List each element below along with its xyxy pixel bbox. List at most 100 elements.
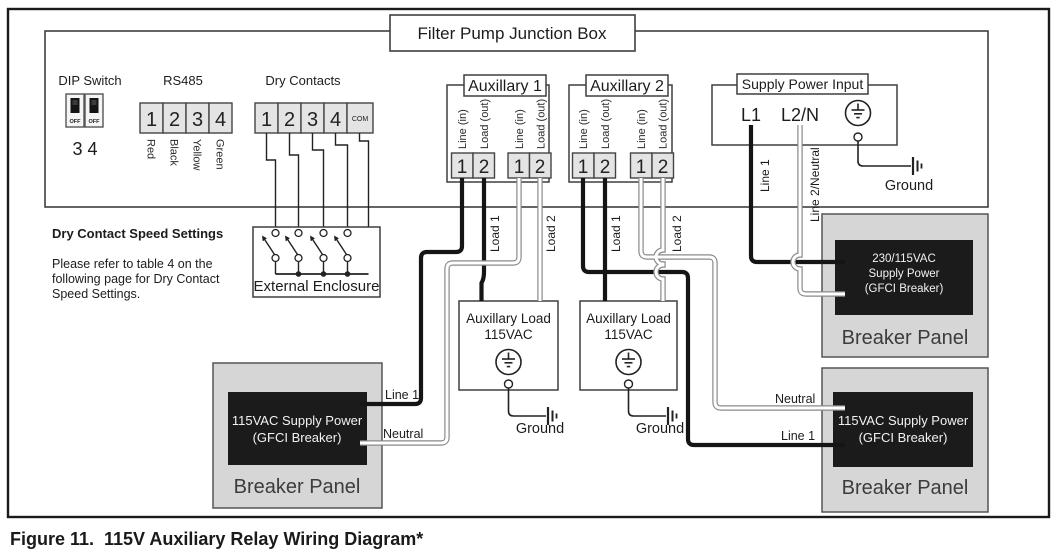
dry-wire-4 [334,133,349,229]
breaker-text: 230/115VAC [872,253,936,265]
breaker-box [833,392,973,467]
ground-terminal-circle [623,379,634,389]
ground-bars-icon [911,157,923,175]
left-line1-label: Line 1 [385,388,419,402]
aux-load-1-ground-wire [507,388,546,417]
aux2-title: Auxillary 2 [590,78,664,95]
aux1-term1-label: Line (in) [457,109,469,149]
aux1-terminal-number: 2 [479,157,490,178]
aux-load-2-voltage: 115VAC [604,327,653,342]
circled-ground-icon [615,348,642,376]
switch-symbol-4 [334,228,352,277]
dry-contact-wires [265,133,370,274]
ground-bars-icon [666,407,678,425]
aux1-terminal-number: 2 [535,157,546,178]
rs485-block: RS485 1 2 3 4 Red Black Yellow Green [139,73,233,170]
supply-line1-label: Line 1 [758,159,772,192]
external-enclosure-label: External Enclosure [254,278,380,295]
switch-arrow [310,235,315,242]
dry-terminal-number: 1 [261,109,272,131]
breaker-panel-top-right: 230/115VAC Supply Power (GFCI Breaker) B… [821,213,989,358]
wire-aux1-neutral [360,178,521,445]
ground-bars-icon [546,407,558,425]
switch-symbols [262,228,352,277]
right-neutral-label: Neutral [775,392,815,406]
external-enclosure: External Enclosure [252,226,381,298]
wire-aux2-line-in [580,178,845,448]
aux1-terminal-number: 1 [514,157,525,178]
dip-switch-numbers: 3 4 [72,139,97,159]
rs485-label: RS485 [163,73,203,88]
breaker-text: 115VAC Supply Power [838,413,969,428]
supply-l2n: L2/N [781,105,819,125]
wire-aux1-load1 [479,178,487,301]
switch-arrow [262,235,267,242]
aux2-terminal-number: 2 [600,157,611,178]
wire-supply-l2n [791,125,845,296]
panel-label: Breaker Panel [842,477,969,499]
dry-terminal-com-text: COM [352,116,369,123]
supply-title: Supply Power Input [742,76,864,92]
aux2-term4-label: Load (out) [658,99,670,149]
rs485-wire-color-yellow: Yellow [191,139,203,170]
breaker-box [835,240,973,315]
external-enclosure-box [252,226,381,298]
caption-title: 115V Auxiliary Relay Wiring Diagram* [104,529,423,549]
aux2-load2-label: Load 2 [670,215,684,252]
circled-ground-icon [844,99,872,127]
aux1-load2-label: Load 2 [544,215,558,252]
black-wires [360,125,845,448]
ground-terminal-circle [503,379,514,389]
switch-symbol-1 [262,228,280,274]
dry-terminal-number: 4 [330,109,341,131]
dip-switch-icon-1: OFF [65,93,85,128]
panel-label: Breaker Panel [842,327,969,349]
aux2-terminal-number: 1 [636,157,647,178]
aux2-term3-label: Line (in) [636,109,648,149]
supply-l1: L1 [741,105,761,125]
junction-dot [295,271,302,277]
notes-block: Dry Contact Speed Settings Please refer … [52,226,223,301]
aux2-terminal-number: 2 [658,157,669,178]
rs485-wire-color-red: Red [145,139,157,159]
aux-load-2-block: Auxillary Load 115VAC Ground [579,300,684,437]
supply-line2-neutral-label: Line 2/Neutral [808,147,822,222]
breaker-panel-bottom-right: 115VAC Supply Power (GFCI Breaker) Break… [821,367,989,513]
wire-supply-line1 [748,125,845,265]
aux-load-1-block: Auxillary Load 115VAC Ground [458,300,564,437]
aux-load-1-ground-label: Ground [516,421,564,437]
dry-terminal-number: 3 [307,109,318,131]
notes-line-1: Please refer to table 4 on the [52,257,213,271]
dry-contacts-block: Dry Contacts 1 2 3 4 COM [254,73,374,134]
aux2-block: Auxillary 2 Line (in) Load (out) Line (i… [568,74,675,183]
notes-heading: Dry Contact Speed Settings [52,226,223,241]
dry-wire-3 [311,133,325,229]
aux1-load1-label: Load 1 [488,215,502,252]
dip-toggle [70,98,80,113]
aux2-term1-label: Line (in) [578,109,590,149]
aux-load-1-name: Auxillary Load [466,311,551,326]
supply-ground-wire [857,141,911,167]
breaker-box [228,392,367,465]
white-wires [360,125,845,446]
aux1-term3-label: Line (in) [514,109,526,149]
aux2-title-frame [585,74,669,97]
supply-ground-label: Ground [885,178,933,194]
dry-wire-2 [288,133,300,229]
junction-dot [344,271,351,277]
breaker-text: Supply Power [869,268,940,280]
dry-terminal-com [346,102,374,134]
aux2-term2-label: Load (out) [600,99,612,149]
breaker-text: (GFCI Breaker) [865,283,944,295]
aux-load-2-name: Auxillary Load [586,311,671,326]
dip-toggle-knob [91,100,97,105]
dip-switch: DIP Switch OFF OFF 3 4 [58,73,121,159]
switch-symbol-2 [285,228,303,277]
wire-aux2-load2 [654,178,665,301]
aux-load-2-ground-label: Ground [636,421,684,437]
aux1-title: Auxillary 1 [468,78,542,95]
supply-title-frame [736,73,869,95]
circled-ground-icon [495,348,522,376]
